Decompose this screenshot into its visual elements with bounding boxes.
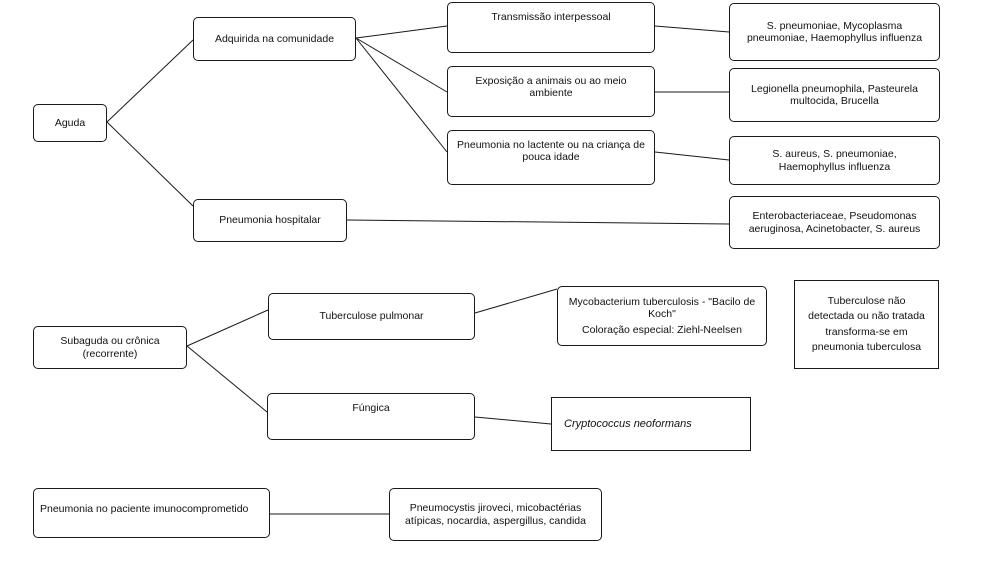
node-agentes-hospitalar: Enterobacteriaceae, Pseudomonas aerugino… [729,196,940,249]
node-aguda-label: Aguda [54,116,86,129]
note-tuberculose-text: Tuberculose não detectada ou não tratada… [808,295,925,353]
node-fungica-label: Fúngica [352,402,390,414]
node-pneumonia-lactente: Pneumonia no lactente ou na criança de p… [447,130,655,185]
node-adquirida-comunidade-label: Adquirida na comunidade [214,32,335,45]
edge-hospitalar-agentes [346,219,730,225]
node-agentes-exposicao: Legionella pneumophila, Pasteurela multo… [729,68,940,122]
node-exposicao-animais-label: Exposição a animais ou ao meio ambiente [475,75,627,100]
node-agente-tuberculose: Mycobacterium tuberculosis - "Bacilo de … [557,286,767,346]
node-agentes-imunocomprometido: Pneumocystis jiroveci, micobactérias atí… [389,488,602,541]
node-transmissao-interpessoal: Transmissão interpessoal [447,2,655,53]
node-imunocomprometido-label: Pneumonia no paciente imunocomprometido [40,503,249,515]
edge-fungica-agente [474,416,552,425]
node-agentes-exposicao-label: Legionella pneumophila, Pasteurela multo… [751,82,918,107]
edge-comunidade-interpessoal [355,25,448,39]
node-agente-tuberculose-coloracao: Coloração especial: Ziehl-Neelsen [582,324,742,337]
node-aguda: Aguda [33,104,107,142]
node-agentes-lactente: S. aureus, S. pneumoniae, Haemophyllus i… [729,136,940,185]
edge-tuberculose-agente [474,288,558,314]
node-agentes-hospitalar-label: Enterobacteriaceae, Pseudomonas aerugino… [748,210,921,235]
node-agente-tuberculose-label: Mycobacterium tuberculosis - "Bacilo de … [568,295,756,320]
node-subaguda-cronica: Subaguda ou crônica (recorrente) [33,326,187,369]
node-tuberculose-pulmonar: Tuberculose pulmonar [268,293,475,340]
node-agente-fungica: Cryptococcus neoformans [551,397,751,451]
node-subaguda-cronica-label: Subaguda ou crônica (recorrente) [60,335,160,360]
node-pneumonia-hospitalar-label: Pneumonia hospitalar [219,214,321,227]
edge-aguda-hospitalar [106,121,194,207]
node-agente-fungica-label: Cryptococcus neoformans [564,417,692,430]
node-fungica: Fúngica [267,393,475,440]
edge-subaguda-fungica [186,345,268,413]
node-pneumonia-lactente-label: Pneumonia no lactente ou na criança de p… [457,139,645,164]
note-tuberculose: Tuberculose não detectada ou não tratada… [794,280,939,369]
node-agentes-interpessoal-label: S. pneumoniae, Mycoplasma pneumoniae, Ha… [746,19,923,44]
edge-aguda-comunidade [106,39,194,123]
edge-comunidade-lactente [355,37,448,153]
node-agentes-lactente-label: S. aureus, S. pneumoniae, Haemophyllus i… [772,148,897,173]
edge-lactente-agentes [654,151,730,161]
edge-comunidade-exposicao [355,37,448,93]
node-agentes-imunocomprometido-label: Pneumocystis jiroveci, micobactérias atí… [405,502,586,527]
node-imunocomprometido: Pneumonia no paciente imunocomprometido [33,488,270,538]
node-pneumonia-hospitalar: Pneumonia hospitalar [193,199,347,242]
edge-subaguda-tuberculose [186,309,269,347]
node-transmissao-interpessoal-label: Transmissão interpessoal [491,11,611,23]
node-tuberculose-pulmonar-label: Tuberculose pulmonar [319,310,424,323]
node-adquirida-comunidade: Adquirida na comunidade [193,17,356,61]
node-exposicao-animais: Exposição a animais ou ao meio ambiente [447,66,655,117]
node-agentes-interpessoal: S. pneumoniae, Mycoplasma pneumoniae, Ha… [729,3,940,61]
edge-interpessoal-agentes [654,25,730,33]
